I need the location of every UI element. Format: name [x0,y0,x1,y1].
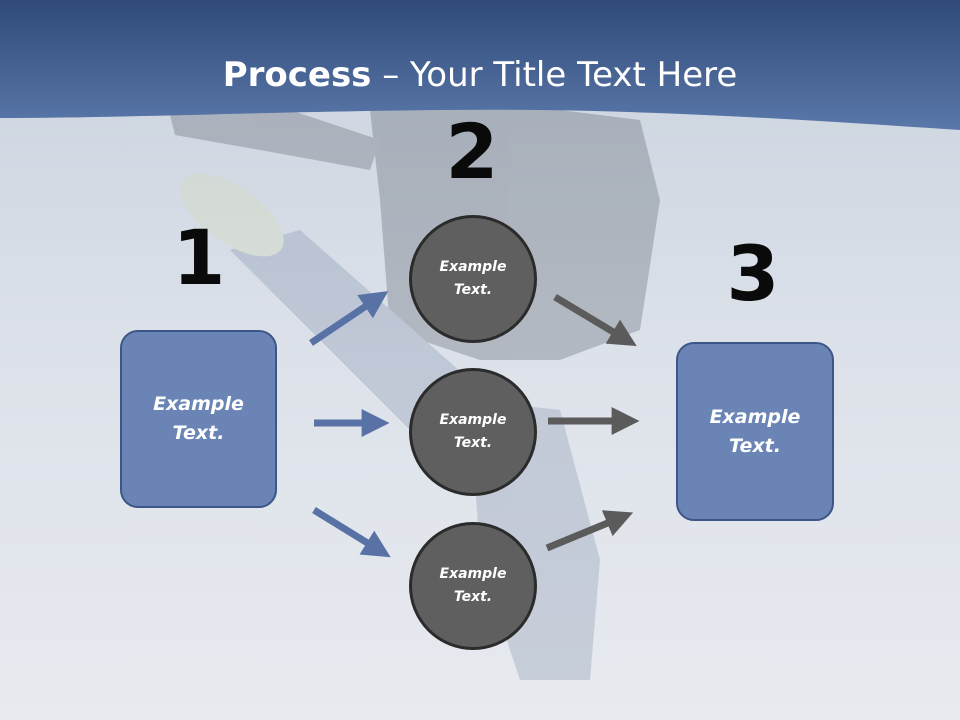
circle-bottom-line-2: Text. [453,589,493,605]
circle-middle-line-1: Example [439,412,507,428]
title-bold: Process [222,55,372,95]
arrow-1-to-circle-top [309,291,389,346]
circle-top-line-2: Text. [453,282,493,298]
step-1-box-line-2: Text. [172,422,225,444]
title-rest: – Your Title Text Here [371,55,738,95]
arrow-1-to-circle-bottom [312,507,391,558]
step-2-circle-bottom: Example Text. [409,522,537,650]
step-2-circle-middle: Example Text. [409,368,537,496]
arrow-circle-top-to-3 [553,293,637,347]
step-number-1: 1 [172,213,226,302]
step-3-box: Example Text. [676,342,834,521]
arrow-circle-bottom-to-3 [545,510,634,552]
step-number-2: 2 [445,107,499,196]
step-number-3: 3 [726,229,780,318]
slide-title: Process – Your Title Text Here [0,52,960,98]
circle-bottom-line-1: Example [439,566,507,582]
header-band [0,0,960,130]
step-1-box: Example Text. [120,330,277,508]
step-3-box-line-1: Example [709,405,801,428]
step-2-circle-top: Example Text. [409,215,537,343]
circle-middle-line-2: Text. [453,435,493,451]
step-3-box-line-2: Text. [729,434,781,457]
circle-top-line-1: Example [439,259,507,275]
step-1-box-line-1: Example [153,393,244,415]
